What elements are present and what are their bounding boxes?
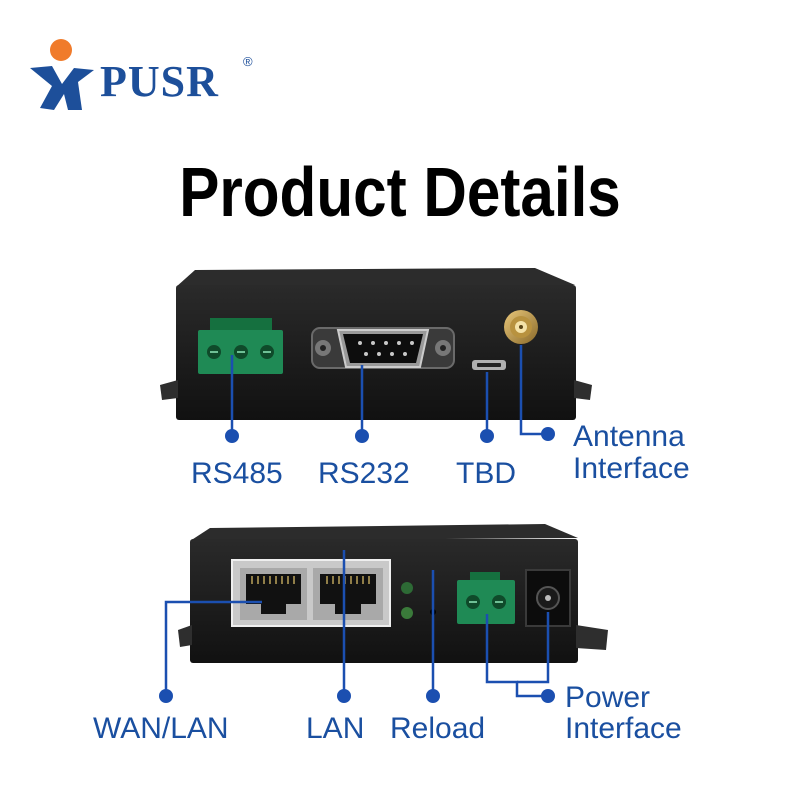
rs232-port: [311, 327, 455, 369]
label-reload: Reload: [390, 712, 486, 745]
top-callout-lines: [230, 345, 548, 436]
bottom-callout-lines: [164, 550, 550, 698]
rs485-dot: [225, 429, 239, 443]
rs485-terminal: [198, 318, 283, 374]
antenna-dot: [541, 427, 555, 441]
label-antenna-line1: Antenna: [573, 420, 685, 453]
power-dot: [541, 689, 555, 703]
label-lan: LAN: [306, 712, 365, 745]
brand-name: PUSR: [100, 57, 219, 106]
label-power-line1: Power: [565, 681, 651, 714]
page-title: Product Details: [179, 153, 621, 231]
top-callout-dots: [225, 427, 555, 443]
reload-dot: [426, 689, 440, 703]
label-wan-lan: WAN/LAN: [93, 712, 229, 745]
label-rs485: RS485: [191, 457, 283, 490]
tbd-dot: [480, 429, 494, 443]
label-tbd: TBD: [456, 457, 516, 490]
bottom-callout-dots: [159, 689, 555, 703]
lan-dot: [337, 689, 351, 703]
tbd-port: [472, 360, 506, 370]
brand-logo: [22, 38, 262, 118]
pusr-figure-icon: [30, 39, 94, 110]
rs232-dot: [355, 429, 369, 443]
label-rs232: RS232: [318, 457, 410, 490]
label-antenna-line2: Interface: [573, 452, 690, 485]
antenna-connector: [504, 310, 538, 344]
ethernet-ports: [231, 559, 391, 627]
registered-mark: ®: [243, 54, 253, 69]
label-power-line2: Interface: [565, 712, 682, 745]
status-leds: [401, 582, 413, 619]
wan-lan-dot: [159, 689, 173, 703]
power-terminal: [457, 572, 515, 624]
